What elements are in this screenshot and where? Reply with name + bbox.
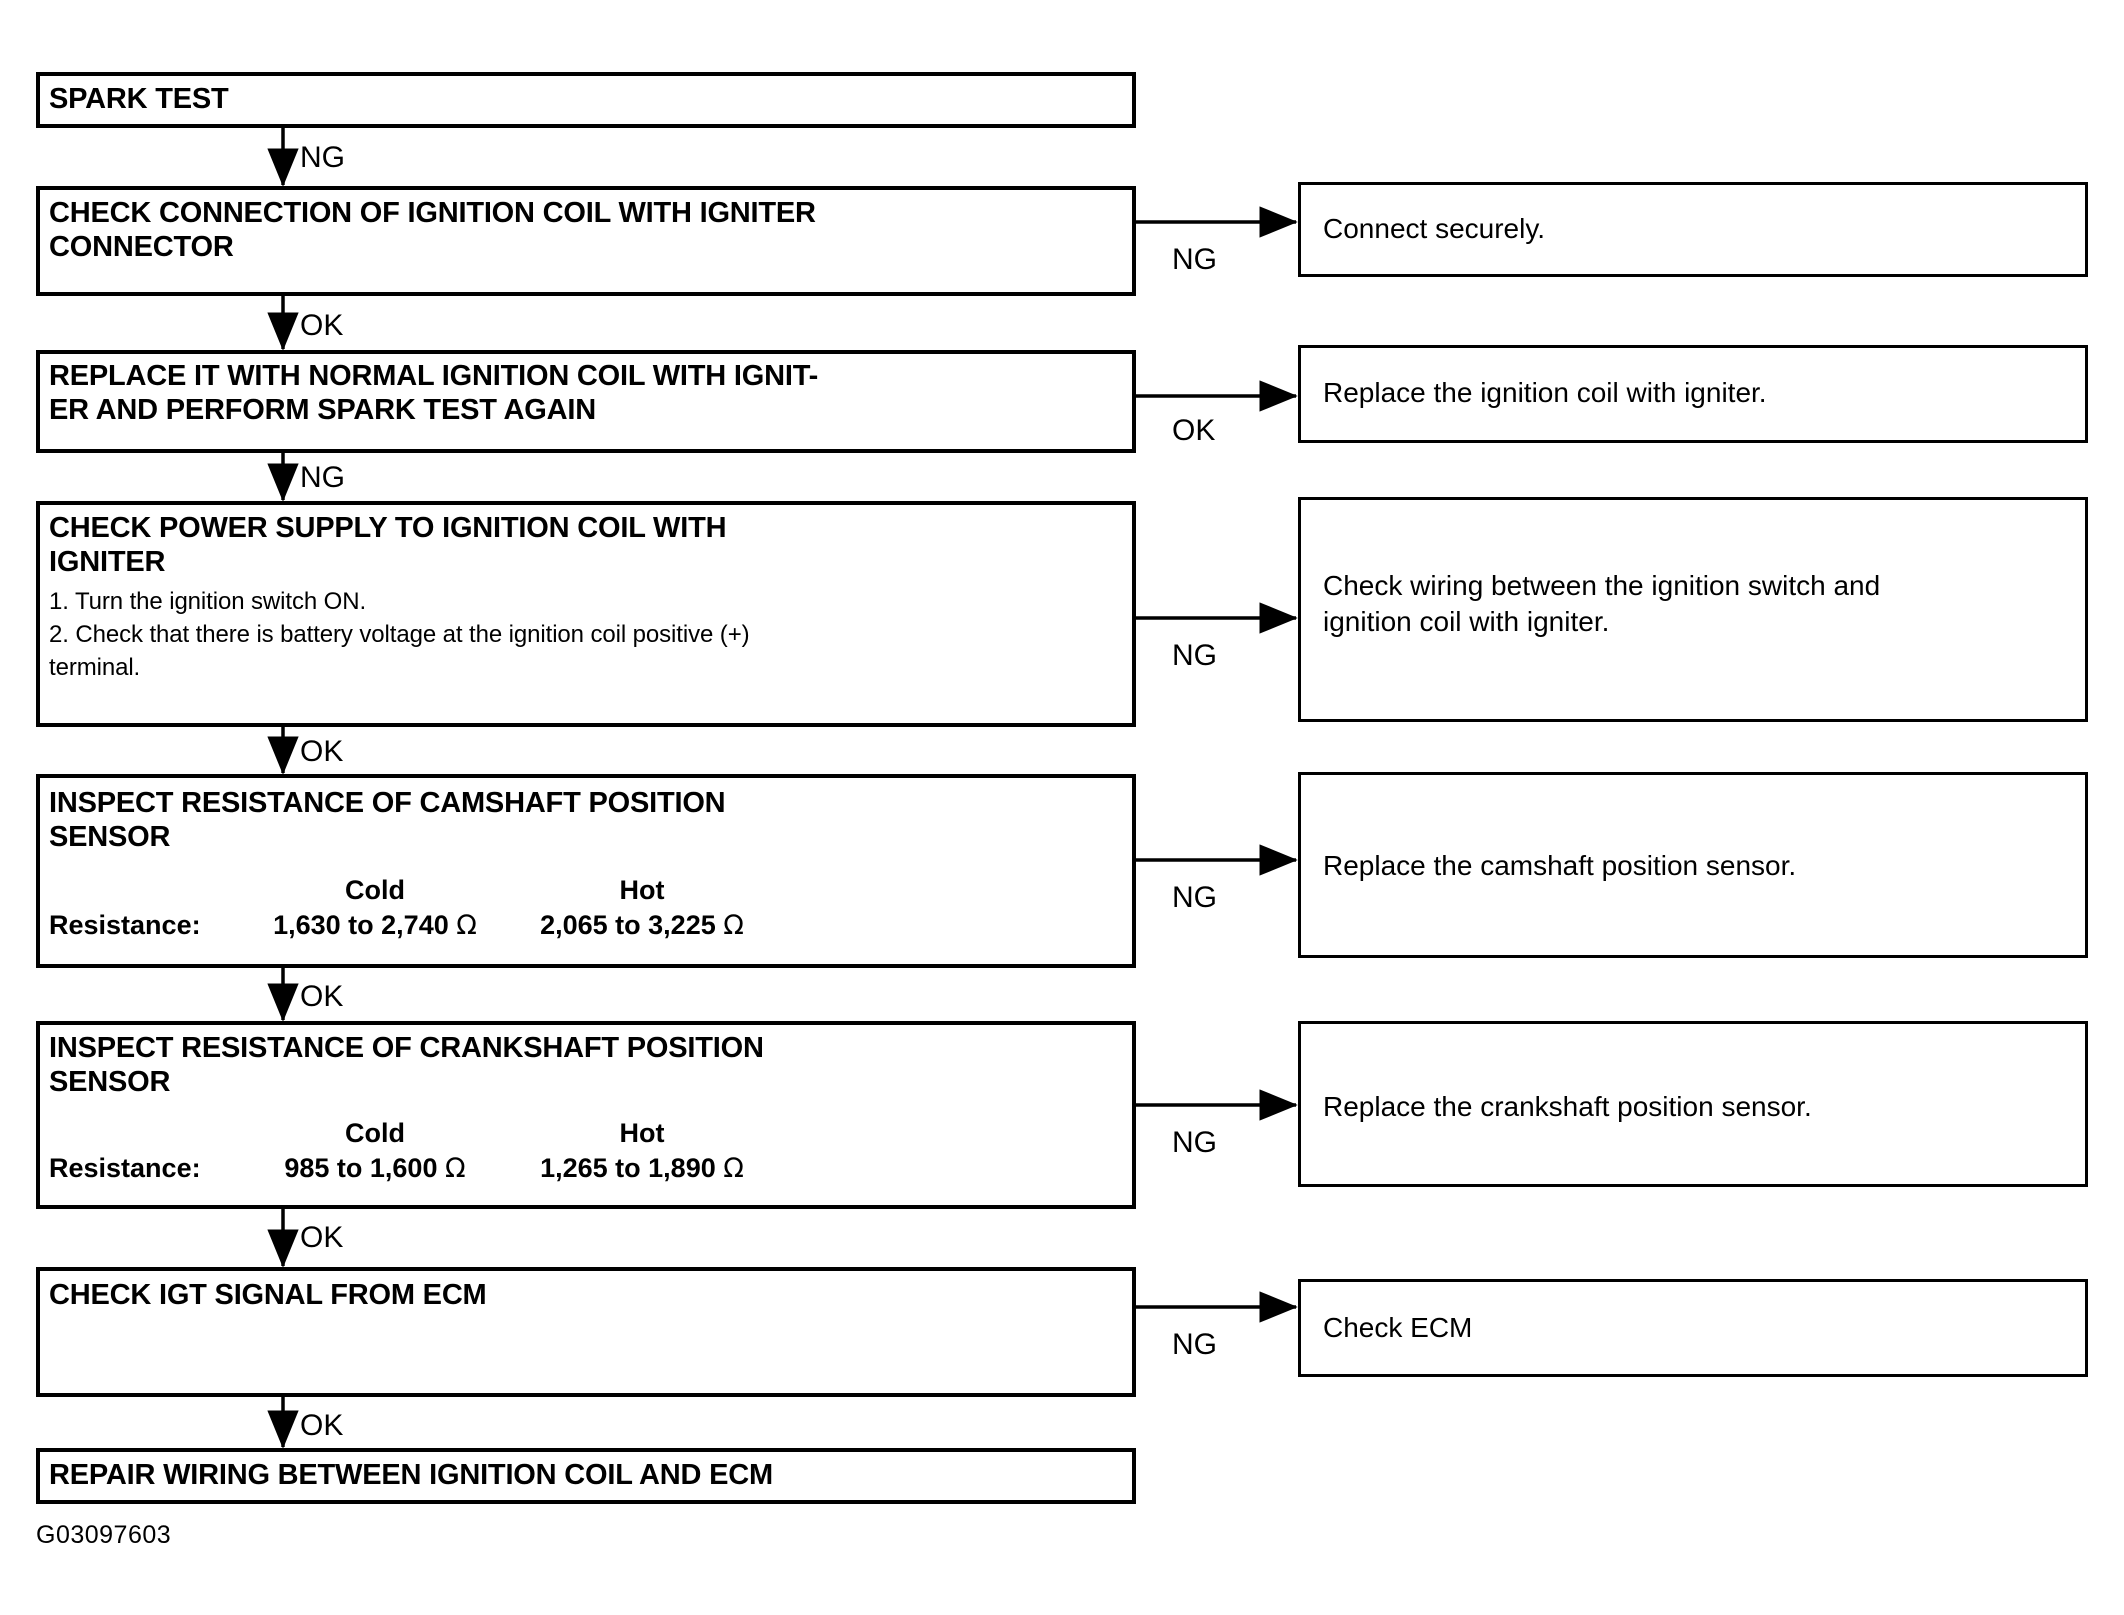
step-title-spark-test: SPARK TEST xyxy=(49,83,229,115)
step-title-check-igt-signal: CHECK IGT SIGNAL FROM ECM xyxy=(49,1279,487,1311)
table-row-resistance-camshaft: Resistance: 1,630 to 2,740 Ω 2,065 to 3,… xyxy=(49,910,1126,941)
flow-label-ok-power: OK xyxy=(300,735,344,768)
figure-code: G03097603 xyxy=(36,1521,172,1549)
table-header-row-camshaft: Cold Hot xyxy=(49,875,1126,906)
result-text-connect-securely: Connect securely. xyxy=(1323,213,1546,244)
table-row-label-camshaft: Resistance: xyxy=(49,910,201,940)
table-cell-cold-camshaft: 1,630 to 2,740 Ω xyxy=(239,910,511,941)
ohm-symbol-hot-camshaft: Ω xyxy=(723,910,744,941)
flow-label-ok-camshaft: OK xyxy=(300,980,344,1013)
table-row-label-crankshaft: Resistance: xyxy=(49,1153,201,1183)
table-cell-cold-crankshaft: 985 to 1,600 Ω xyxy=(239,1153,511,1184)
step-detail-check-power-supply: 1. Turn the ignition switch ON. 2. Check… xyxy=(49,588,750,682)
step-title-inspect-crankshaft: INSPECT RESISTANCE OF CRANKSHAFT POSITIO… xyxy=(49,1032,764,1098)
flow-label-ng-crankshaft: NG xyxy=(1172,1126,1217,1159)
step-title-check-connection: CHECK CONNECTION OF IGNITION COIL WITH I… xyxy=(49,197,816,263)
flow-label-ng-replace: NG xyxy=(300,461,345,494)
value-hot-crankshaft: 1,265 to 1,890 xyxy=(540,1153,716,1183)
result-text-replace-camshaft-sensor: Replace the camshaft position sensor. xyxy=(1323,850,1797,881)
ohm-symbol-cold-camshaft: Ω xyxy=(456,910,477,941)
flow-label-ng-connection: NG xyxy=(1172,243,1217,276)
flow-label-ng-camshaft: NG xyxy=(1172,881,1217,914)
result-text-replace-crankshaft-sensor: Replace the crankshaft position sensor. xyxy=(1323,1091,1812,1122)
result-box-connect-securely[interactable]: Connect securely. xyxy=(1298,182,2088,277)
result-box-replace-crankshaft-sensor[interactable]: Replace the crankshaft position sensor. xyxy=(1298,1021,2088,1187)
resistance-table-crankshaft: Cold Hot Resistance: 985 to 1,600 Ω 1,26… xyxy=(49,1118,1126,1184)
flow-label-ng-igt: NG xyxy=(1172,1328,1217,1361)
table-header-cold-crankshaft: Cold xyxy=(345,1118,405,1148)
result-text-replace-ignition-coil: Replace the ignition coil with igniter. xyxy=(1323,377,1767,408)
table-header-hot-camshaft: Hot xyxy=(619,875,665,905)
step-title-inspect-camshaft: INSPECT RESISTANCE OF CAMSHAFT POSITION … xyxy=(49,787,726,853)
result-box-check-wiring[interactable]: Check wiring between the ignition switch… xyxy=(1298,497,2088,722)
value-hot-camshaft: 2,065 to 3,225 xyxy=(540,910,716,940)
table-cell-hot-crankshaft: 1,265 to 1,890 Ω xyxy=(511,1153,773,1184)
table-header-row-crankshaft: Cold Hot xyxy=(49,1118,1126,1149)
flow-label-ng-1: NG xyxy=(300,141,345,174)
step-box-check-igt-signal[interactable]: CHECK IGT SIGNAL FROM ECM xyxy=(36,1267,1136,1397)
table-row-resistance-crankshaft: Resistance: 985 to 1,600 Ω 1,265 to 1,89… xyxy=(49,1153,1126,1184)
resistance-table-camshaft: Cold Hot Resistance: 1,630 to 2,740 Ω 2,… xyxy=(49,875,1126,941)
flow-label-ng-power: NG xyxy=(1172,639,1217,672)
result-box-check-ecm[interactable]: Check ECM xyxy=(1298,1279,2088,1377)
result-box-replace-ignition-coil[interactable]: Replace the ignition coil with igniter. xyxy=(1298,345,2088,443)
step-box-replace-coil[interactable]: REPLACE IT WITH NORMAL IGNITION COIL WIT… xyxy=(36,350,1136,453)
step-box-inspect-crankshaft[interactable]: INSPECT RESISTANCE OF CRANKSHAFT POSITIO… xyxy=(36,1021,1136,1209)
flow-label-ok-connection: OK xyxy=(300,309,344,342)
table-header-hot-crankshaft: Hot xyxy=(619,1118,665,1148)
table-header-cold-camshaft: Cold xyxy=(345,875,405,905)
result-text-check-ecm: Check ECM xyxy=(1323,1312,1473,1343)
ohm-symbol-cold-crankshaft: Ω xyxy=(444,1153,466,1184)
table-cell-hot-camshaft: 2,065 to 3,225 Ω xyxy=(511,910,773,941)
step-title-repair-wiring: REPAIR WIRING BETWEEN IGNITION COIL AND … xyxy=(49,1459,773,1491)
value-cold-camshaft: 1,630 to 2,740 xyxy=(273,910,449,940)
step-box-repair-wiring[interactable]: REPAIR WIRING BETWEEN IGNITION COIL AND … xyxy=(36,1448,1136,1504)
flow-label-ok-igt: OK xyxy=(300,1409,344,1442)
result-text-check-wiring: Check wiring between the ignition switch… xyxy=(1323,570,1881,638)
step-title-replace-coil: REPLACE IT WITH NORMAL IGNITION COIL WIT… xyxy=(49,360,819,426)
ohm-symbol-hot-crankshaft: Ω xyxy=(723,1153,744,1184)
flow-label-ok-crankshaft: OK xyxy=(300,1221,344,1254)
flow-label-ok-replace: OK xyxy=(1172,414,1216,447)
step-box-inspect-camshaft[interactable]: INSPECT RESISTANCE OF CAMSHAFT POSITION … xyxy=(36,774,1136,968)
step-title-check-power-supply: CHECK POWER SUPPLY TO IGNITION COIL WITH… xyxy=(49,512,727,578)
step-box-check-power-supply[interactable]: CHECK POWER SUPPLY TO IGNITION COIL WITH… xyxy=(36,501,1136,727)
step-box-spark-test[interactable]: SPARK TEST xyxy=(36,72,1136,128)
result-box-replace-camshaft-sensor[interactable]: Replace the camshaft position sensor. xyxy=(1298,772,2088,958)
step-box-check-connection[interactable]: CHECK CONNECTION OF IGNITION COIL WITH I… xyxy=(36,186,1136,296)
value-cold-crankshaft: 985 to 1,600 xyxy=(284,1153,438,1183)
